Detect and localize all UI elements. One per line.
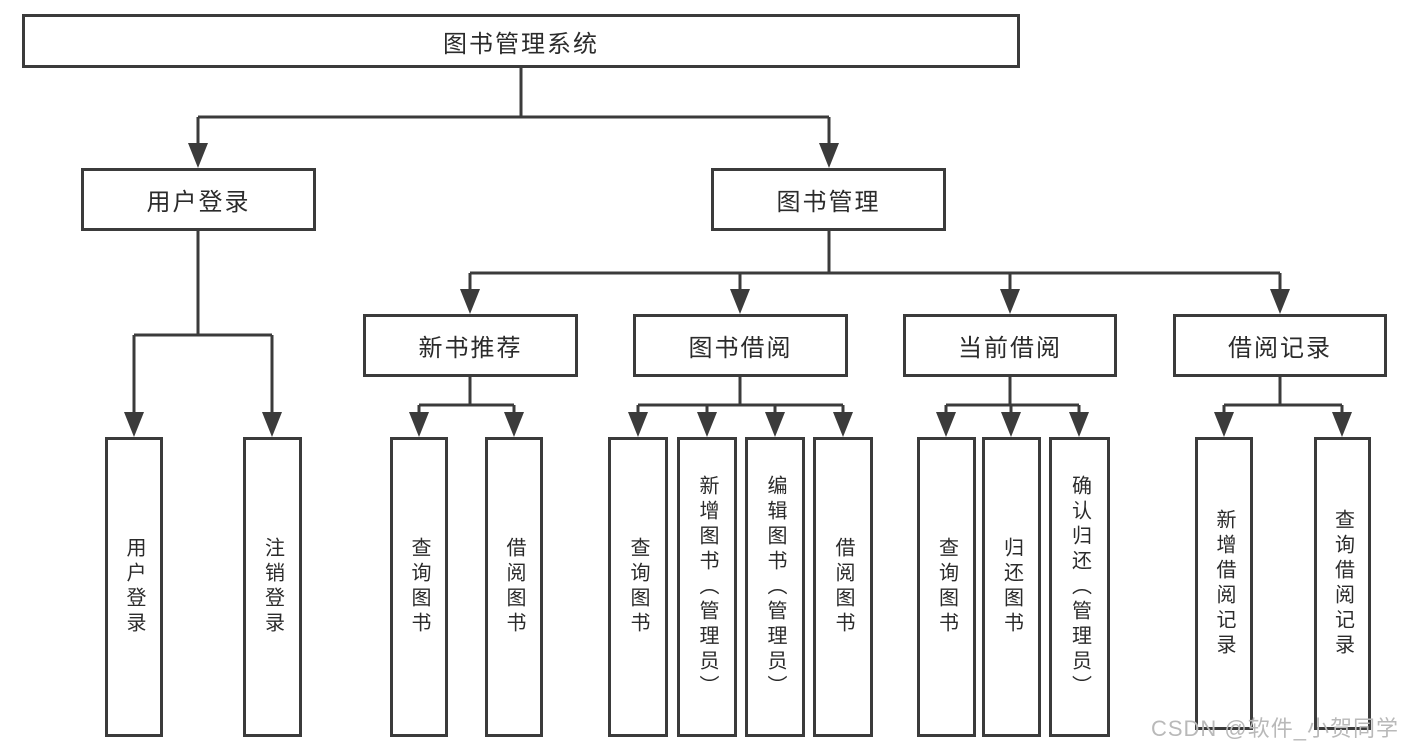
arrowheads [124, 143, 1352, 437]
node-label: 确认归还（管理员） [1068, 474, 1091, 700]
node-library-system: 图书管理系统 [22, 14, 1020, 68]
node-label: 新增借阅记录 [1213, 508, 1235, 659]
leaf-confirm-return-admin: 确认归还（管理员） [1049, 437, 1110, 737]
node-label: 注销登录 [261, 537, 284, 637]
leaf-add-borrow-record: 新增借阅记录 [1195, 437, 1253, 730]
node-label: 用户登录 [123, 537, 145, 637]
node-label: 图书借阅 [688, 335, 793, 362]
node-label: 借阅记录 [1228, 335, 1332, 362]
node-user-login: 用户登录 [81, 168, 316, 231]
leaf-query-books: 查询图书 [608, 437, 668, 737]
leaf-add-books-admin: 新增图书（管理员） [677, 437, 737, 737]
node-label: 图书管理 [776, 189, 881, 216]
node-label: 查询图书 [627, 537, 649, 637]
leaf-query-borrow-record: 查询借阅记录 [1314, 437, 1371, 730]
node-borrow-records: 借阅记录 [1173, 314, 1387, 377]
leaf-borrow-books: 借阅图书 [813, 437, 873, 737]
leaf-return-books: 归还图书 [982, 437, 1041, 737]
node-label: 借阅图书 [503, 537, 525, 637]
node-book-borrow: 图书借阅 [633, 314, 848, 377]
node-book-management: 图书管理 [711, 168, 946, 231]
node-label: 归还图书 [1000, 537, 1023, 637]
node-label: 新书推荐 [418, 335, 523, 362]
node-label: 当前借阅 [958, 335, 1062, 362]
node-label: 新增图书（管理员） [696, 474, 718, 700]
leaf-user-login: 用户登录 [105, 437, 163, 737]
leaf-borrow-books: 借阅图书 [485, 437, 543, 737]
node-label: 查询借阅记录 [1331, 508, 1354, 659]
leaf-logout: 注销登录 [243, 437, 302, 737]
leaf-query-books: 查询图书 [917, 437, 976, 737]
node-label: 查询图书 [935, 537, 958, 637]
node-current-borrow: 当前借阅 [903, 314, 1117, 377]
node-label: 编辑图书（管理员） [764, 474, 786, 700]
node-new-book-recommend: 新书推荐 [363, 314, 578, 377]
node-label: 用户登录 [146, 189, 251, 216]
node-label: 借阅图书 [832, 537, 854, 637]
csdn-watermark: CSDN @软件_小贺同学 [1150, 716, 1399, 741]
node-label: 查询图书 [408, 537, 430, 637]
leaf-query-books: 查询图书 [390, 437, 448, 737]
node-label: 图书管理系统 [443, 30, 599, 58]
leaf-edit-books-admin: 编辑图书（管理员） [745, 437, 805, 737]
